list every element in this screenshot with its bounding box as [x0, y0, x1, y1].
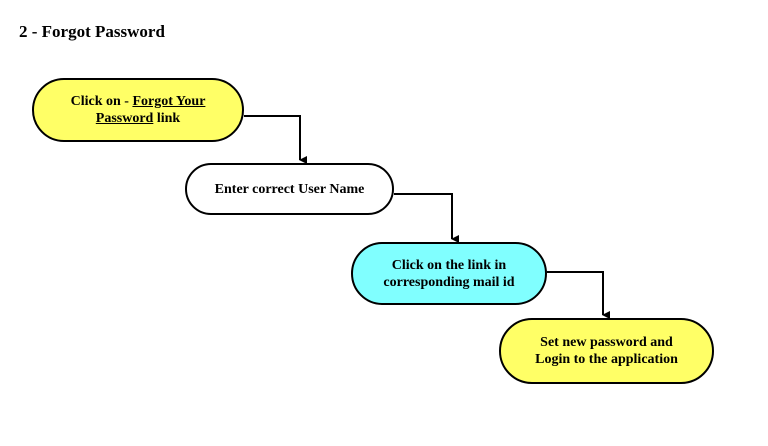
step4-line2: Login to the application	[535, 352, 678, 367]
step-click-forgot-password: Click on - Forgot Your Password link	[32, 78, 244, 142]
page-title: 2 - Forgot Password	[19, 22, 165, 41]
forgot-your-password-link: Forgot Your	[132, 94, 206, 109]
step-click-mail-link: Click on the link in corresponding mail …	[351, 242, 547, 305]
step1-line2: Password link	[95, 111, 181, 126]
arrow-step2-to-step3	[394, 193, 459, 243]
step4-line1: Set new password and	[540, 335, 673, 350]
step2-text: Enter correct User Name	[214, 181, 365, 197]
step3-line2: corresponding mail id	[383, 274, 515, 290]
step1-line1: Click on - Forgot Your	[70, 94, 206, 109]
step-enter-user-name: Enter correct User Name	[185, 163, 394, 215]
step3-line1: Click on the link in	[391, 257, 507, 273]
arrow-step1-to-step2	[244, 115, 307, 164]
password-link-text: Password	[95, 111, 154, 126]
step-set-new-password: Set new password and Login to the applic…	[499, 318, 714, 384]
arrow-step3-to-step4	[547, 271, 610, 319]
